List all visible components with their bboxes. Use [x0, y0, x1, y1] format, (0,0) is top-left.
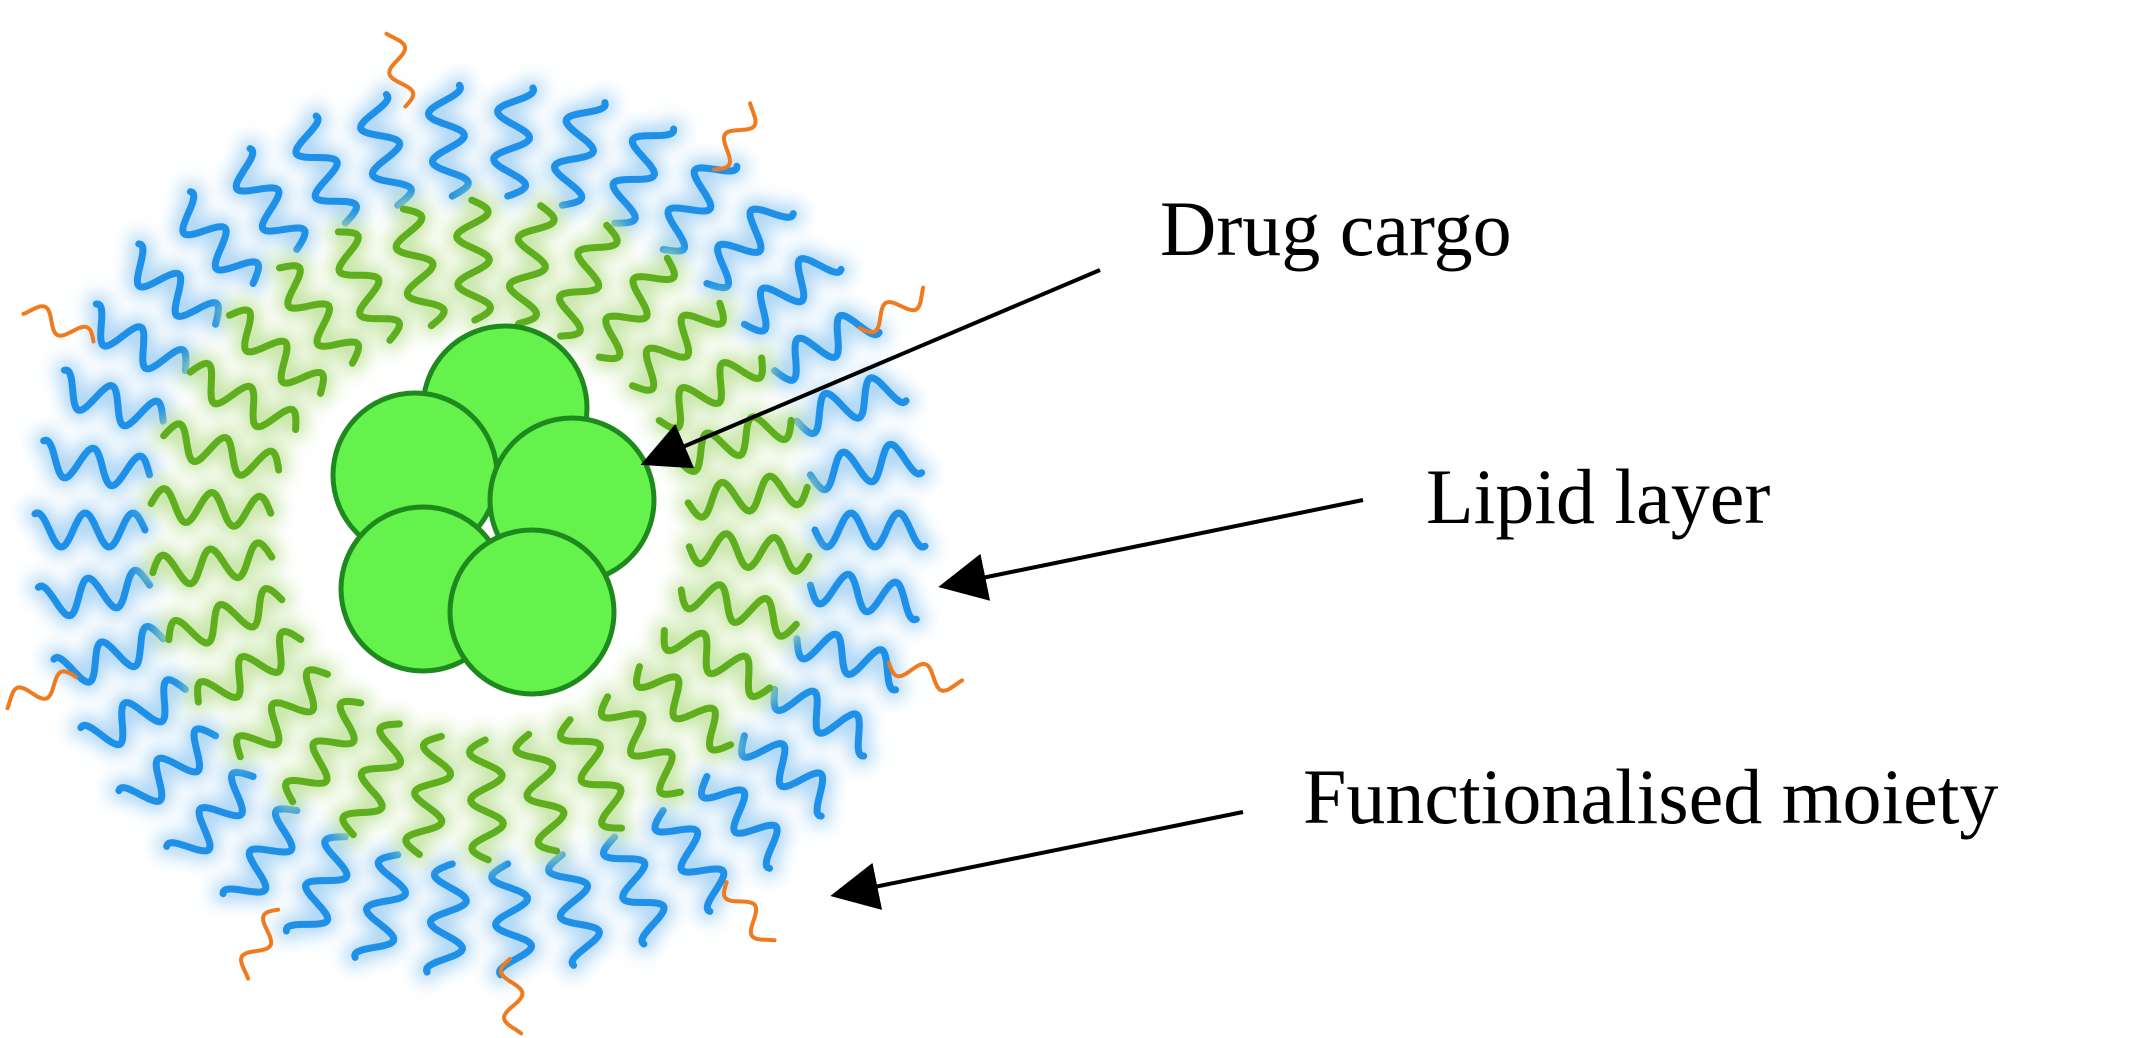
- functionalised-moiety: [887, 660, 965, 693]
- outer-wave: [490, 84, 538, 200]
- lipid-wave: [160, 420, 283, 479]
- functionalised-moiety: [5, 669, 78, 711]
- lipid-wave: [392, 205, 448, 330]
- outer-wave: [50, 622, 167, 686]
- lipid-wave: [465, 736, 507, 864]
- outer-wave-glow: [593, 826, 675, 954]
- lipid-wave: [282, 697, 365, 806]
- functionalised-moiety: [498, 957, 525, 1036]
- outer-wave: [806, 440, 926, 494]
- lipid-wave: [225, 306, 328, 397]
- outer-wave: [697, 773, 781, 872]
- functionalised-moiety: [384, 31, 416, 109]
- outer-wave: [163, 768, 257, 855]
- outer-wave: [599, 833, 668, 948]
- lipid-wave: [334, 228, 404, 344]
- outer-wave: [31, 509, 149, 551]
- outer-wave: [488, 860, 536, 979]
- lipid-green-layer: [147, 196, 813, 864]
- outer-wave: [292, 112, 361, 227]
- outer-wave: [179, 188, 263, 287]
- outer-wave: [651, 807, 728, 915]
- outer-blue-layer: [31, 81, 929, 979]
- functionalised-moiety: [239, 907, 281, 981]
- lipid-wave: [677, 581, 800, 640]
- outer-wave: [811, 509, 929, 551]
- lipid-wave: [147, 484, 275, 530]
- outer-wave: [422, 860, 470, 976]
- outer-wave: [133, 240, 222, 328]
- outer-wave-glow: [786, 367, 917, 444]
- outer-wave: [609, 125, 678, 227]
- outer-wave: [219, 805, 301, 898]
- lipid-wave: [655, 354, 766, 433]
- outer-wave: [771, 311, 883, 384]
- outer-wave: [770, 685, 868, 760]
- drug-cargo-arrow: [640, 268, 1101, 469]
- lipid-layer-label: Lipid layer: [1426, 453, 1771, 540]
- lipid-wave: [233, 666, 331, 761]
- functionalised-moiety: [721, 880, 777, 943]
- functionalised-moiety-arrow: [830, 810, 1244, 910]
- functionalised-moiety-group: [5, 31, 965, 1036]
- outer-wave-glow: [350, 84, 422, 216]
- lipid-wave: [339, 720, 405, 839]
- drug-cargo-label: Drug cargo: [1160, 185, 1512, 272]
- outer-wave: [356, 91, 415, 209]
- outer-wave: [550, 99, 609, 209]
- outer-wave: [40, 436, 154, 490]
- lipid-wave: [595, 254, 678, 363]
- outer-wave: [92, 300, 190, 375]
- lipid-wave: [632, 663, 735, 754]
- lipid-wave: [660, 627, 774, 701]
- outer-wave: [351, 851, 410, 961]
- lipid-wave: [453, 196, 495, 324]
- lipid-wave: [629, 299, 727, 394]
- lipid-wave: [402, 732, 455, 858]
- outer-wave: [282, 833, 351, 935]
- outer-wave: [793, 374, 910, 438]
- lipid-wave: [685, 530, 813, 576]
- outer-wave: [703, 205, 797, 292]
- lipid-nanoparticle: [5, 31, 965, 1036]
- lipid-wave: [505, 202, 558, 328]
- outer-wave: [77, 676, 189, 749]
- outer-wave: [424, 81, 472, 200]
- lipid-wave: [186, 359, 300, 433]
- lipid-wave: [684, 472, 811, 521]
- functionalised-moiety: [857, 285, 926, 335]
- lipid-wave-glow: [158, 578, 292, 654]
- outer-wave: [232, 145, 309, 253]
- outer-wave: [115, 725, 220, 805]
- lipid-layer-arrow: [938, 498, 1364, 601]
- functionalised-moiety-label: Functionalised moiety: [1303, 753, 1999, 840]
- outer-wave: [545, 851, 604, 969]
- cargo-sphere: [447, 527, 617, 697]
- lipid-wave: [674, 413, 795, 475]
- outer-wave: [740, 255, 845, 335]
- lipid-wave: [556, 716, 626, 832]
- lipid-wave: [512, 730, 568, 855]
- lipid-wave: [165, 585, 286, 647]
- lipid-wave: [597, 693, 684, 798]
- lipid-wave: [194, 627, 305, 706]
- lipid-wave: [149, 539, 276, 588]
- outer-wave: [659, 162, 741, 255]
- lipid-wave: [276, 262, 363, 367]
- lipid-wave: [555, 221, 621, 340]
- pointer-arrows: [640, 268, 1364, 910]
- outer-wave-glow: [538, 844, 610, 976]
- outer-wave: [34, 566, 154, 620]
- functionalised-moiety: [712, 101, 758, 172]
- outer-wave-glow: [285, 106, 367, 234]
- functionalised-moiety: [21, 304, 96, 344]
- outer-wave: [793, 630, 900, 694]
- drug-cargo-cluster: [330, 323, 657, 697]
- outer-wave: [60, 366, 167, 430]
- outer-wave: [738, 732, 827, 820]
- outer-wave: [806, 570, 920, 624]
